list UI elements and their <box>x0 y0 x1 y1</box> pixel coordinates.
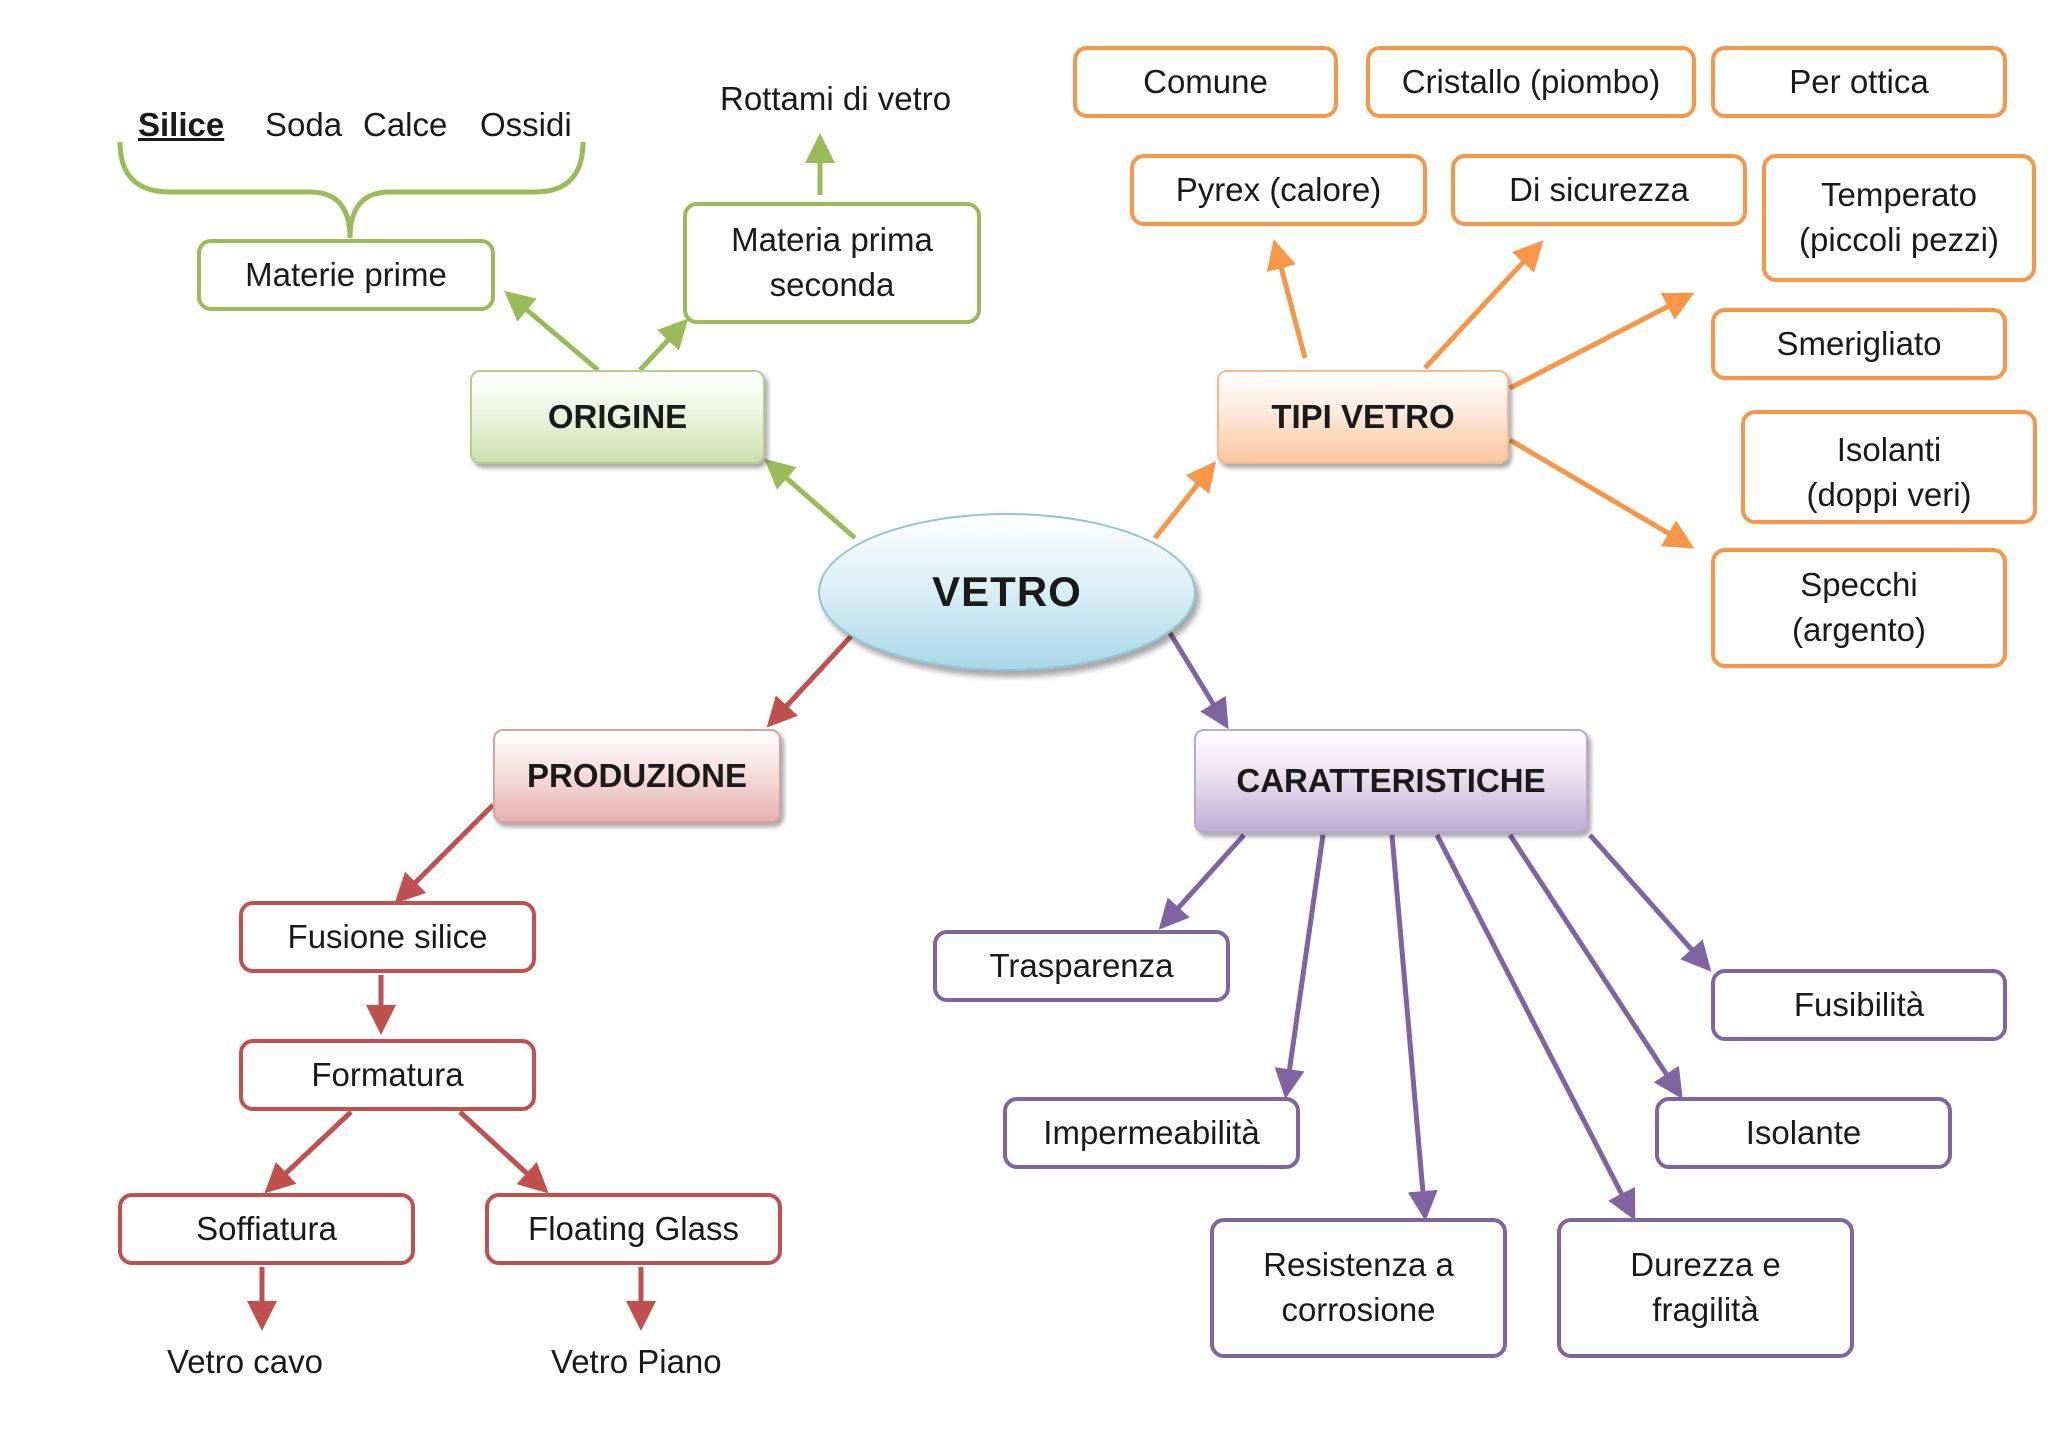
arrow-tipi-pyrex <box>1266 239 1308 359</box>
label-material-soda: Soda <box>265 106 343 143</box>
label-material-silice: Silice <box>138 106 225 143</box>
hub-caratteristiche: CARATTERISTICHE <box>1194 729 1588 833</box>
node-tipo-specchi: Specchi (argento) <box>1711 548 2007 668</box>
hub-origine: ORIGINE <box>470 370 765 464</box>
arrow-center-origine <box>764 458 857 540</box>
label-material-calce: Calce <box>363 106 448 143</box>
node-tipo-temperato: Temperato (piccoli pezzi) <box>1762 154 2036 282</box>
label-rottami-di-vetro: Rottami di vetro <box>720 80 952 117</box>
arrow-car-resistenza <box>1389 834 1438 1221</box>
node-tipo-pyrex: Pyrex (calore) <box>1130 154 1427 226</box>
arrow-car-impermeabilita <box>1274 834 1326 1099</box>
node-formatura: Formatura <box>239 1039 536 1111</box>
arrow-car-trasparenza <box>1158 833 1246 930</box>
arrow-tipi-sicurezza <box>1423 240 1544 370</box>
node-tipo-cristallo: Cristallo (piombo) <box>1366 46 1696 118</box>
arrow-car-fusibilita <box>1588 833 1712 972</box>
node-tipo-per-ottica: Per ottica <box>1711 46 2007 118</box>
node-resistenza-corrosione: Resistenza a corrosione <box>1210 1218 1507 1358</box>
arrow-car-isolante <box>1507 833 1683 1100</box>
node-tipo-smerigliato: Smerigliato <box>1711 308 2007 380</box>
arrow-tipi-specchi <box>1508 437 1695 549</box>
arrow-center-tipi <box>1153 461 1217 540</box>
node-trasparenza: Trasparenza <box>933 930 1230 1002</box>
arrow-center-produzione <box>766 632 855 728</box>
node-soffiatura: Soffiatura <box>118 1193 415 1265</box>
node-impermeabilita: Impermeabilità <box>1003 1097 1300 1169</box>
label-vetro-piano: Vetro Piano <box>551 1343 722 1380</box>
arrow-formatura-floating <box>458 1110 549 1194</box>
node-floating-glass: Floating Glass <box>485 1193 782 1265</box>
arrow-center-caratteristiche <box>1167 631 1229 730</box>
arrow-origine-materia-seconda <box>638 318 689 372</box>
node-tipo-di-sicurezza: Di sicurezza <box>1451 154 1747 226</box>
node-fusibilita: Fusibilità <box>1711 969 2007 1041</box>
center-node-vetro: VETRO <box>818 513 1196 671</box>
arrow-origine-materie-prime <box>504 290 600 372</box>
label-material-ossidi: Ossidi <box>480 106 572 143</box>
materials-brace <box>117 141 586 239</box>
arrow-formatura-soffiatura <box>264 1110 353 1194</box>
arrow-car-durezza <box>1434 833 1636 1221</box>
arrow-tipi-temperato <box>1508 292 1695 391</box>
label-vetro-cavo: Vetro cavo <box>167 1343 323 1380</box>
hub-produzione: PRODUZIONE <box>493 729 781 823</box>
hub-tipi-vetro: TIPI VETRO <box>1217 370 1509 464</box>
node-materia-prima-seconda: Materia prima seconda <box>683 202 981 324</box>
node-isolante: Isolante <box>1655 1097 1952 1169</box>
node-durezza-fragilita: Durezza e fragilità <box>1557 1218 1854 1358</box>
arrow-produzione-fusione <box>394 803 495 904</box>
node-fusione-silice: Fusione silice <box>239 901 536 973</box>
node-materie-prime: Materie prime <box>197 239 495 311</box>
node-tipo-isolanti: Isolanti (doppi veri) <box>1741 410 2037 524</box>
node-tipo-comune: Comune <box>1073 46 1338 118</box>
